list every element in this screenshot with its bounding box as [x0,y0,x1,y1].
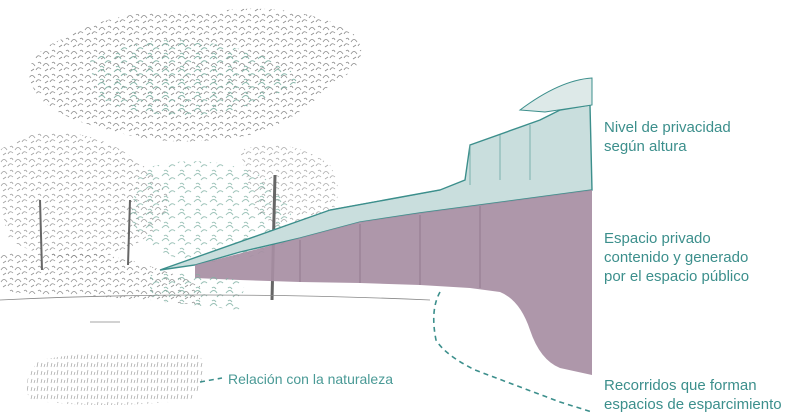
label-paths: Recorridos que forman espacios de esparc… [604,376,782,414]
label-private-line2: contenido y generado [604,249,749,266]
label-privacy-line1: Nivel de privacidad [604,119,731,136]
label-private-line3: por el espacio público [604,268,750,285]
label-privacy-level: Nivel de privacidad según altura [604,118,731,156]
street-lines [0,294,431,323]
label-nature: Relación con la naturaleza [228,371,393,387]
label-paths-line2: espacios de esparcimiento [604,396,782,413]
label-privacy-line2: según altura [604,138,687,155]
tree-canopy [0,8,362,263]
private-volume [195,190,592,375]
label-private-space: Espacio privado contenido y generado por… [604,229,749,286]
label-paths-line1: Recorridos que forman [604,377,757,394]
upper-volume [159,77,593,271]
paths [199,291,593,413]
ground-vegetation [0,251,245,405]
label-private-line1: Espacio privado [604,230,711,247]
